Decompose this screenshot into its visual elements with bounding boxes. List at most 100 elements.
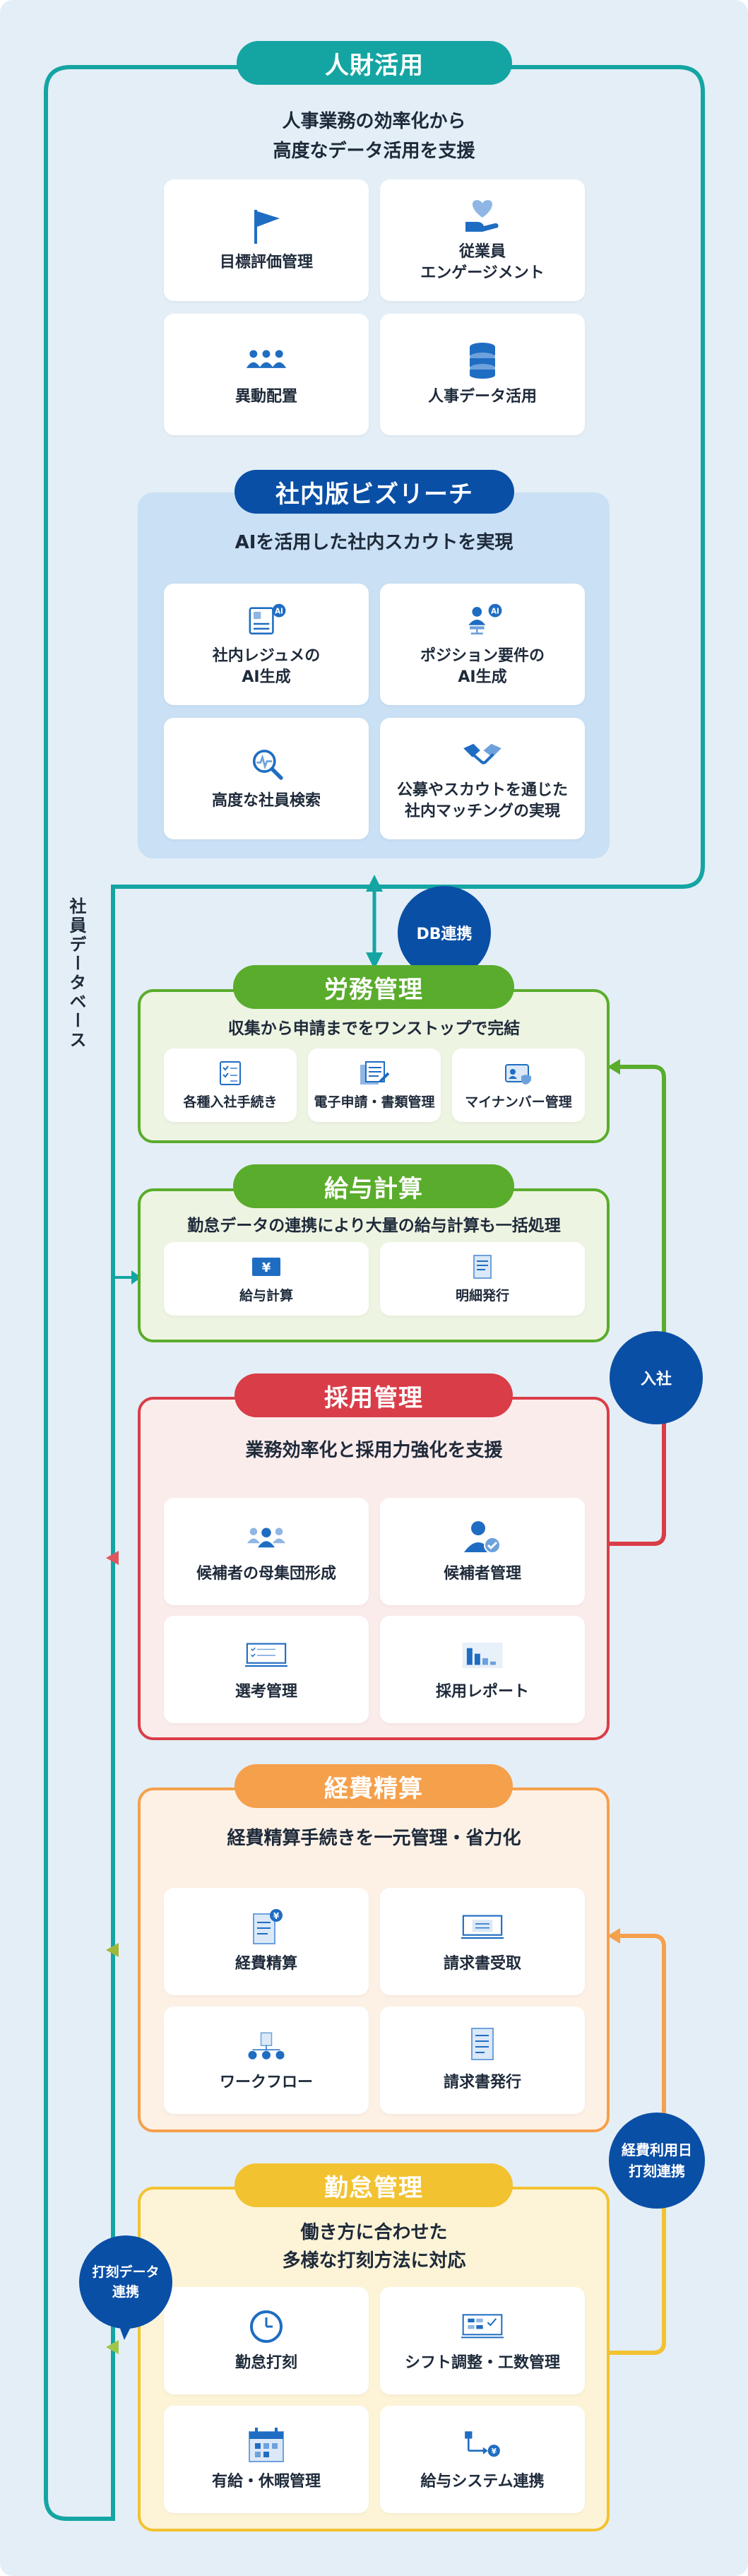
bizreach-card-position-label-1: ポジション要件の — [420, 647, 545, 665]
attendance-card-payroll-link: ¥ 給与システム連携 — [380, 2406, 585, 2513]
hr-subtitle-1: 人事業務の効率化から — [282, 111, 466, 132]
payroll-card-statement: 明細発行 — [380, 1242, 585, 1316]
hr-card-engagement-label-1: 従業員 — [458, 243, 506, 261]
id-card-icon — [501, 1059, 536, 1087]
handshake-icon — [461, 735, 504, 773]
position-ai-icon: AI — [461, 601, 504, 639]
expense-card-issue: 請求書発行 — [380, 2007, 585, 2114]
invoice-issue-icon — [461, 2027, 504, 2065]
labor-card-mynumber-label: マイナンバー管理 — [465, 1094, 572, 1110]
heart-hand-icon — [461, 196, 504, 235]
employee-database-label: 社員データベース — [66, 897, 86, 1050]
recruit-title: 採用管理 — [235, 1373, 513, 1417]
attendance-subtitle-2: 多様な打刻方法に対応 — [282, 2250, 466, 2271]
labor-title: 労務管理 — [233, 965, 514, 1009]
expense-link-badge: 経費利用日 打刻連携 — [609, 2113, 705, 2209]
expense-card-receive-label: 請求書受取 — [443, 1955, 521, 1973]
payroll-card-calc-label: 給与計算 — [239, 1288, 293, 1304]
hr-card-engagement-label-2: エンゲージメント — [420, 264, 545, 282]
recruit-card-report: 採用レポート — [380, 1616, 585, 1723]
attendance-card-leave: 有給・休暇管理 — [164, 2406, 369, 2513]
invoice-receive-icon — [461, 1908, 504, 1946]
attendance-card-shift: シフト調整・工数管理 — [380, 2287, 585, 2394]
payroll-card-calc: ¥ 給与計算 — [164, 1242, 369, 1316]
hr-card-data-label: 人事データ活用 — [427, 388, 537, 406]
calendar-icon — [245, 2426, 287, 2464]
expense-link-line-1: 経費利用日 — [622, 2141, 692, 2158]
resume-ai-icon: AI — [245, 601, 287, 639]
labor-subtitle: 収集から申請までをワンストップで完結 — [227, 1020, 521, 1038]
system-link-icon: ¥ — [461, 2426, 504, 2464]
recruit-card-report-label: 採用レポート — [435, 1683, 529, 1701]
expense-subtitle: 経費精算手続きを一元管理・省力化 — [227, 1828, 521, 1849]
bizreach-card-matching: 公募やスカウトを通じた 社内マッチングの実現 — [380, 718, 585, 839]
bizreach-card-search: 高度な社員検索 — [164, 718, 369, 839]
database-icon — [461, 341, 504, 379]
expense-title: 経費精算 — [235, 1764, 513, 1808]
documents-icon — [357, 1059, 392, 1087]
nyusha-badge: 入社 — [610, 1331, 703, 1424]
receipt-yen-icon: ¥ — [245, 1908, 287, 1946]
attendance-card-clock-label: 勤怠打刻 — [235, 2354, 297, 2372]
recruit-card-selection-label: 選考管理 — [235, 1683, 297, 1701]
attendance-subtitle-1: 働き方に合わせた — [300, 2222, 448, 2243]
bizreach-card-position: AI ポジション要件の AI生成 — [380, 584, 585, 705]
bizreach-title: 社内版ビズリーチ — [235, 470, 514, 514]
candidates-icon — [245, 1518, 287, 1556]
shift-board-icon — [461, 2308, 504, 2346]
payroll-card-statement-label: 明細発行 — [455, 1288, 509, 1304]
svg-text:¥: ¥ — [492, 2447, 497, 2456]
expense-card-issue-label: 請求書発行 — [443, 2074, 521, 2091]
attendance-card-shift-label: シフト調整・工数管理 — [404, 2354, 560, 2372]
hr-card-engagement: 従業員 エンゲージメント — [380, 179, 585, 301]
flag-icon — [245, 207, 287, 245]
labor-card-documents: 電子申請・書類管理 — [308, 1048, 441, 1122]
bizreach-card-resume-label-1: 社内レジュメの — [212, 647, 321, 665]
labor-card-documents-label: 電子申請・書類管理 — [314, 1094, 435, 1110]
hr-card-goal-label: 目標評価管理 — [219, 254, 313, 271]
recruit-card-candidate-label: 候補者管理 — [443, 1565, 521, 1583]
stamp-link-line-1: 打刻データ — [92, 2264, 160, 2280]
hr-card-transfer: 異動配置 — [164, 314, 369, 435]
hr-title: 人財活用 — [237, 41, 512, 85]
recruit-card-selection: 選考管理 — [164, 1616, 369, 1723]
payroll-title: 給与計算 — [233, 1164, 514, 1208]
statement-icon — [465, 1253, 500, 1281]
monitor-list-icon — [245, 1636, 287, 1674]
attendance-title: 勤怠管理 — [235, 2163, 513, 2207]
recruit-card-pool-label: 候補者の母集団形成 — [196, 1565, 336, 1583]
bizreach-card-matching-label-1: 公募やスカウトを通じた — [396, 781, 568, 799]
hr-card-data: 人事データ活用 — [380, 314, 585, 435]
attendance-card-leave-label: 有給・休暇管理 — [211, 2473, 321, 2491]
expense-card-receive: 請求書受取 — [380, 1888, 585, 1995]
report-chart-icon — [461, 1636, 504, 1674]
ai-badge: AI — [491, 607, 499, 615]
bizreach-card-resume: AI 社内レジュメの AI生成 — [164, 584, 369, 705]
stamp-link-badge: 打刻データ 連携 — [79, 2235, 172, 2329]
ai-badge: AI — [275, 607, 283, 615]
recruit-subtitle: 業務効率化と採用力強化を支援 — [245, 1440, 503, 1461]
expense-card-workflow: ワークフロー — [164, 2007, 369, 2114]
expense-card-workflow-label: ワークフロー — [219, 2074, 313, 2091]
checklist-icon — [213, 1059, 248, 1087]
labor-card-onboarding: 各種入社手続き — [164, 1048, 297, 1122]
clock-icon — [245, 2308, 287, 2346]
yen-icon: ¥ — [249, 1253, 284, 1281]
bizreach-card-position-label-2: AI生成 — [458, 668, 507, 686]
candidate-check-icon — [461, 1518, 504, 1556]
recruit-card-pool: 候補者の母集団形成 — [164, 1498, 369, 1605]
labor-card-mynumber: マイナンバー管理 — [452, 1048, 585, 1122]
bizreach-subtitle: AIを活用した社内スカウトを実現 — [235, 532, 513, 553]
svg-text:¥: ¥ — [262, 1260, 271, 1275]
expense-card-expense-label: 経費精算 — [235, 1955, 297, 1973]
svg-text:¥: ¥ — [273, 1911, 280, 1921]
attendance-card-clock: 勤怠打刻 — [164, 2287, 369, 2394]
labor-card-onboarding-label: 各種入社手続き — [183, 1094, 278, 1110]
hr-subtitle-2: 高度なデータ活用を支援 — [273, 141, 475, 162]
bizreach-card-resume-label-2: AI生成 — [242, 668, 291, 686]
hr-card-goal: 目標評価管理 — [164, 179, 369, 301]
bizreach-card-matching-label-2: 社内マッチングの実現 — [404, 803, 560, 820]
search-people-icon — [245, 745, 287, 784]
bizreach-card-search-label: 高度な社員検索 — [211, 792, 321, 810]
